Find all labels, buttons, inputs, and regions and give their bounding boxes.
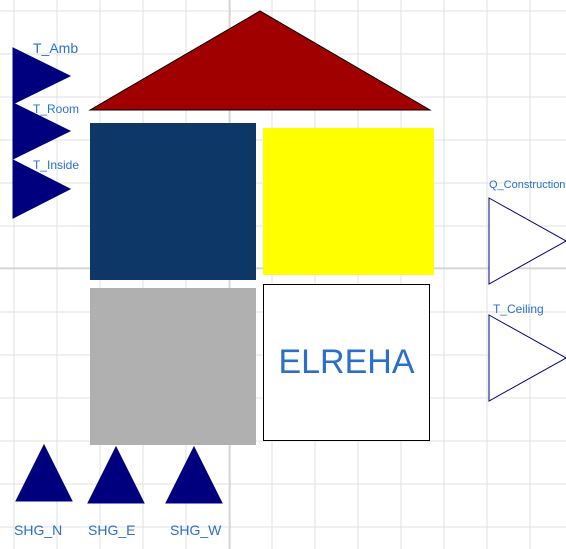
label-shg-w: SHG_W — [170, 522, 221, 538]
wall-block[interactable] — [90, 123, 256, 280]
roof-triangle[interactable] — [90, 11, 430, 110]
input-port-t-amb-icon[interactable] — [13, 48, 70, 104]
label-t-ceiling: T_Ceiling — [493, 302, 544, 316]
label-t-inside: T_Inside — [33, 158, 79, 172]
label-shg-e: SHG_E — [88, 522, 135, 538]
floor-block[interactable] — [90, 288, 256, 445]
input-port-shg-e-icon[interactable] — [88, 447, 144, 503]
label-t-amb: T_Amb — [33, 40, 78, 56]
output-port-t-ceiling-icon[interactable] — [489, 315, 566, 401]
label-shg-n: SHG_N — [14, 522, 62, 538]
elreha-logo-text: ELREHA — [278, 343, 414, 382]
label-t-room: T_Room — [33, 102, 79, 116]
output-port-q-construction-icon[interactable] — [489, 198, 566, 284]
label-q-construction: Q_Construction — [489, 178, 566, 192]
input-port-shg-w-icon[interactable] — [166, 447, 222, 503]
window-block[interactable] — [263, 128, 434, 275]
elreha-logo-box[interactable]: ELREHA — [263, 284, 430, 441]
input-port-shg-n-icon[interactable] — [16, 445, 72, 501]
